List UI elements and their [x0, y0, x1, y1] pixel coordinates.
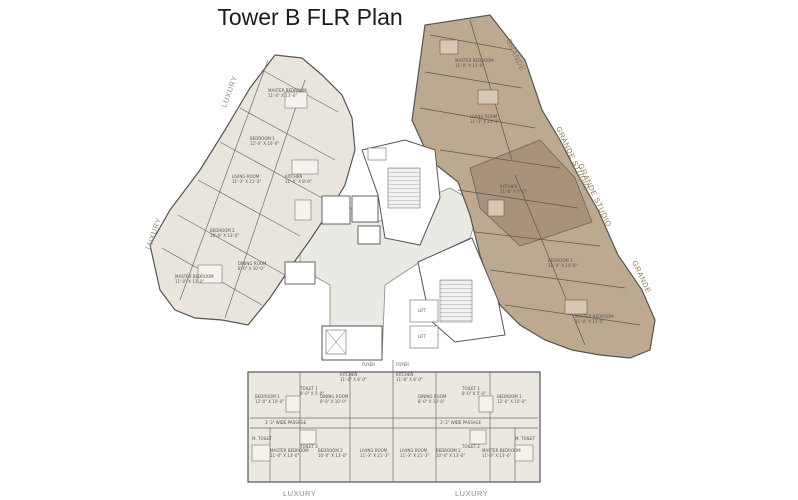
foyer-label: FOYER	[396, 362, 409, 367]
room-dimension: 11'-6" X 8'-0"	[340, 377, 367, 382]
room-label: M. TOILET	[252, 436, 273, 441]
room-dimension: 11'-0" X 13'-0"	[482, 453, 511, 458]
core-rooms-left	[284, 195, 381, 285]
room-dimension: 11'-0" X 13'-0"	[270, 453, 299, 458]
room-label: KITCHEN	[285, 174, 302, 179]
room-dimension: 11'-0" X 13'-0"	[575, 319, 604, 324]
room-label: MASTER BEDROOM	[175, 274, 214, 279]
room-label: TOILET 1	[461, 386, 480, 391]
passage-label: 3'-3" WIDE PASSAGE	[265, 420, 307, 425]
luxury-wing-bottom: BEDROOM 1 12'-0" X 10'-0" TOILET 1 8'-0"…	[247, 360, 541, 483]
room-label: TOILET 1	[299, 386, 318, 391]
room-dimension: 8'-0" X 5'-0"	[300, 391, 324, 396]
lift-lobby	[321, 325, 383, 361]
room-dimension: 12'-0" X 10'-0"	[497, 399, 526, 404]
room-dimension: 10'-0" X 13'-0"	[210, 233, 239, 238]
room-label: KITCHEN	[500, 184, 517, 189]
room-dimension: 8'-0" X 5'-0"	[462, 391, 486, 396]
room-label: DINING ROOM	[238, 261, 267, 266]
room-label: M. TOILET	[515, 436, 536, 441]
room-dimension: 12'-0" X 10'-0"	[255, 399, 284, 404]
room-dimension: 8'-0" X 10'-0"	[320, 399, 347, 404]
room-label: DINING ROOM	[320, 394, 349, 399]
room-label: BEDROOM 1	[250, 136, 275, 141]
room-dimension: 11'-6" X 8'-0"	[396, 377, 423, 382]
wing-label-luxury: LUXURY	[219, 74, 239, 108]
room-dimension: 11'-3" X 21'-3"	[360, 453, 389, 458]
room-label: KITCHEN	[340, 372, 357, 377]
room-dimension: 11'-0" X 13'-0"	[175, 279, 204, 284]
room-label: BEDROOM 1	[497, 394, 522, 399]
room-dimension: 11'-3" X 21'-3"	[232, 179, 261, 184]
foyer-label: FOYER	[362, 362, 375, 367]
room-label: DINING ROOM	[418, 394, 447, 399]
room-dimension: 11'-6" X 8'-0"	[285, 179, 312, 184]
room-dimension: 10'-0" X 13'-0"	[436, 453, 465, 458]
room-label: BEDROOM 2	[318, 448, 343, 453]
room-label: LIVING ROOM	[400, 448, 428, 453]
luxury-wing-upper-left: MASTER BEDROOM 11'-0" X 13'-0" BEDROOM 1…	[149, 54, 356, 326]
room-label: TOILET 2	[299, 444, 318, 449]
room-dimension: 12'-0" X 10'-0"	[250, 141, 279, 146]
passage-label: 3'-3" WIDE PASSAGE	[440, 420, 482, 425]
room-dimension: 8'-0" X 10'-0"	[238, 266, 265, 271]
lift-label: LIFT	[418, 308, 427, 313]
page-title: Tower B FLR Plan	[217, 4, 403, 30]
room-label: LIVING ROOM	[360, 448, 388, 453]
room-label: MASTER BEDROOM	[575, 314, 614, 319]
grande-wing-right: MASTER BEDROOM 11'-0" X 13'-0" LIVING RO…	[411, 14, 656, 359]
room-dimension: 12'-0" X 10'-0"	[548, 263, 577, 268]
room-dimension: 10'-0" X 13'-0"	[318, 453, 347, 458]
room-dimension: 11'-0" X 13'-0"	[455, 63, 484, 68]
room-label: KITCHEN	[396, 372, 413, 377]
room-dimension: 11'-3" X 21'-3"	[400, 453, 429, 458]
room-label: TOILET 2	[461, 444, 480, 449]
room-label: BEDROOM 2	[210, 228, 235, 233]
room-label: LIVING ROOM	[470, 114, 498, 119]
wing-label-luxury: LUXURY	[455, 489, 488, 498]
stair-core-upper	[361, 139, 441, 246]
room-label: BEDROOM 1	[255, 394, 280, 399]
room-label: BEDROOM 1	[548, 258, 573, 263]
room-label: MASTER BEDROOM	[268, 88, 307, 93]
room-dimension: 11'-0" X 13'-0"	[268, 93, 297, 98]
room-dimension: 11'-6" X 8'-0"	[500, 189, 527, 194]
room-dimension: 8'-0" X 10'-0"	[418, 399, 445, 404]
room-dimension: 11'-3" X 21'-3"	[470, 119, 499, 124]
room-label: MASTER BEDROOM	[482, 448, 521, 453]
lift-label: LIFT	[418, 334, 427, 339]
room-label: MASTER BEDROOM	[455, 58, 494, 63]
room-label: BEDROOM 2	[436, 448, 461, 453]
room-label: LIVING ROOM	[232, 174, 260, 179]
wing-label-luxury: LUXURY	[283, 489, 316, 498]
room-label: MASTER BEDROOM	[270, 448, 309, 453]
stair-core-lower: LIFT LIFT	[409, 237, 506, 349]
